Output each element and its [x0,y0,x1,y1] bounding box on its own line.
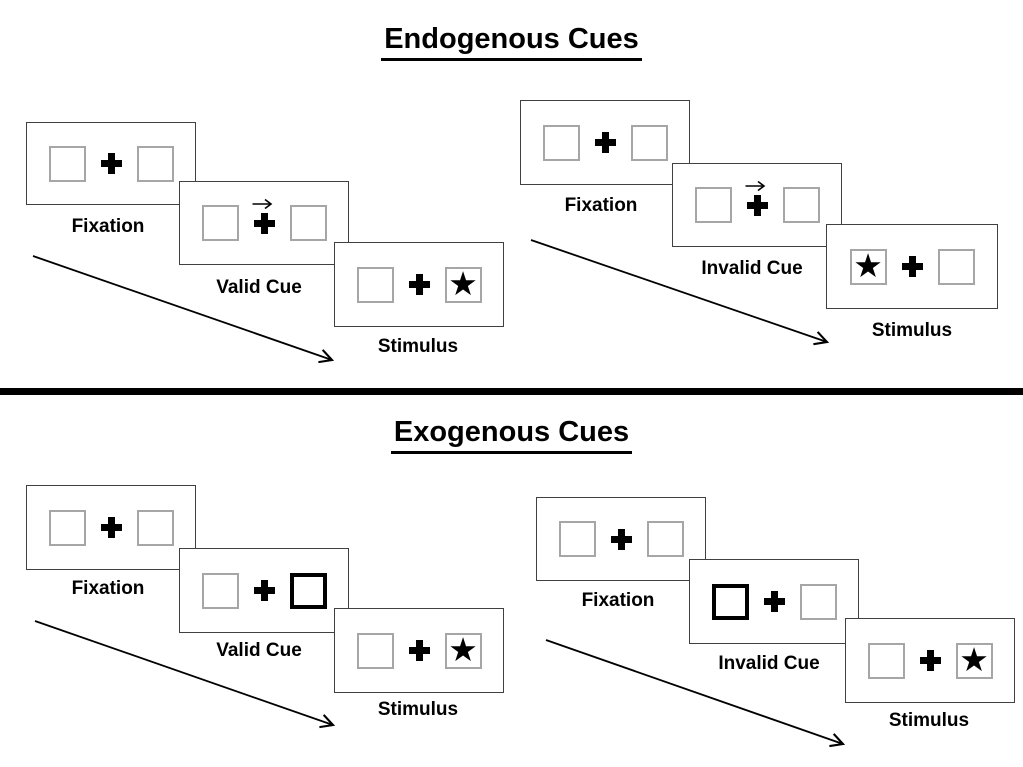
step-label-invalid-cue: Invalid Cue [718,653,820,674]
section-title-exogenous-text: Exogenous Cues [390,416,633,454]
fixation-cross-icon [100,153,122,174]
left-placeholder-box [201,572,239,609]
sequence-arrow-icon [34,620,336,729]
right-placeholder-box [136,145,174,182]
step-label-invalid-cue: Invalid Cue [701,258,803,279]
target-star-icon: ★ [959,640,989,679]
left-placeholder-box [558,521,596,557]
cue-highlight-box [289,572,327,609]
fixation-cross-icon [745,180,768,216]
panel-invalid-cue [672,163,842,247]
section-divider [0,388,1023,395]
step-label-stimulus: Stimulus [377,699,459,720]
right-placeholder-box [646,521,684,557]
cue-arrow-icon [252,198,272,209]
fixation-cross-icon [100,517,122,538]
panel-stimulus: ★ [826,224,998,309]
left-placeholder-box [356,632,394,669]
fixation-cross-icon [763,591,785,612]
fixation-cross-icon [594,132,616,153]
left-placeholder-box [867,642,905,679]
section-title-exogenous: Exogenous Cues [0,416,1023,454]
left-placeholder-box [201,205,239,241]
panel-stimulus: ★ [334,608,504,693]
fixation-cross-icon [253,580,275,601]
left-placeholder-box [542,124,580,161]
panel-valid-cue [179,181,349,265]
panel-fixation [26,485,196,570]
right-placeholder-box [136,509,174,546]
right-placeholder-box [937,248,975,285]
target-star-box: ★ [444,264,482,303]
sequence-arrow-icon [32,255,335,364]
target-star-icon: ★ [448,264,478,303]
cue-highlight-box [711,583,749,620]
sequence-arrow-icon [530,239,830,346]
step-label-fixation: Fixation [71,578,145,599]
section-title-endogenous-text: Endogenous Cues [381,23,642,61]
left-placeholder-box [694,187,732,223]
step-label-valid-cue: Valid Cue [216,640,302,661]
panel-stimulus: ★ [845,618,1015,703]
step-label-stimulus: Stimulus [377,336,459,357]
fixation-cross-icon [610,528,632,550]
cue-arrow-icon [745,180,765,191]
right-placeholder-box [799,583,837,620]
step-label-fixation: Fixation [564,195,638,216]
panel-invalid-cue [689,559,859,644]
target-star-box: ★ [849,246,887,285]
step-label-valid-cue: Valid Cue [216,277,302,298]
step-label-fixation: Fixation [581,590,655,611]
panel-stimulus: ★ [334,242,504,327]
panel-fixation [26,122,196,205]
panel-valid-cue [179,548,349,633]
left-placeholder-box [48,145,86,182]
left-placeholder-box [48,509,86,546]
target-star-icon: ★ [853,246,883,285]
target-star-box: ★ [955,640,993,679]
section-title-endogenous: Endogenous Cues [0,23,1023,61]
panel-fixation [536,497,706,581]
right-placeholder-box [289,205,327,241]
fixation-cross-icon [901,256,923,277]
step-label-stimulus: Stimulus [888,710,970,731]
step-label-stimulus: Stimulus [871,320,953,341]
step-label-fixation: Fixation [71,216,145,237]
panel-fixation [520,100,690,185]
sequence-arrow-icon [545,639,846,748]
target-star-icon: ★ [448,630,478,669]
fixation-cross-icon [919,650,941,671]
fixation-cross-icon [408,640,430,661]
right-placeholder-box [630,124,668,161]
target-star-box: ★ [444,630,482,669]
left-placeholder-box [356,266,394,303]
fixation-cross-icon [408,274,430,295]
fixation-cross-icon [252,198,275,234]
right-placeholder-box [782,187,820,223]
